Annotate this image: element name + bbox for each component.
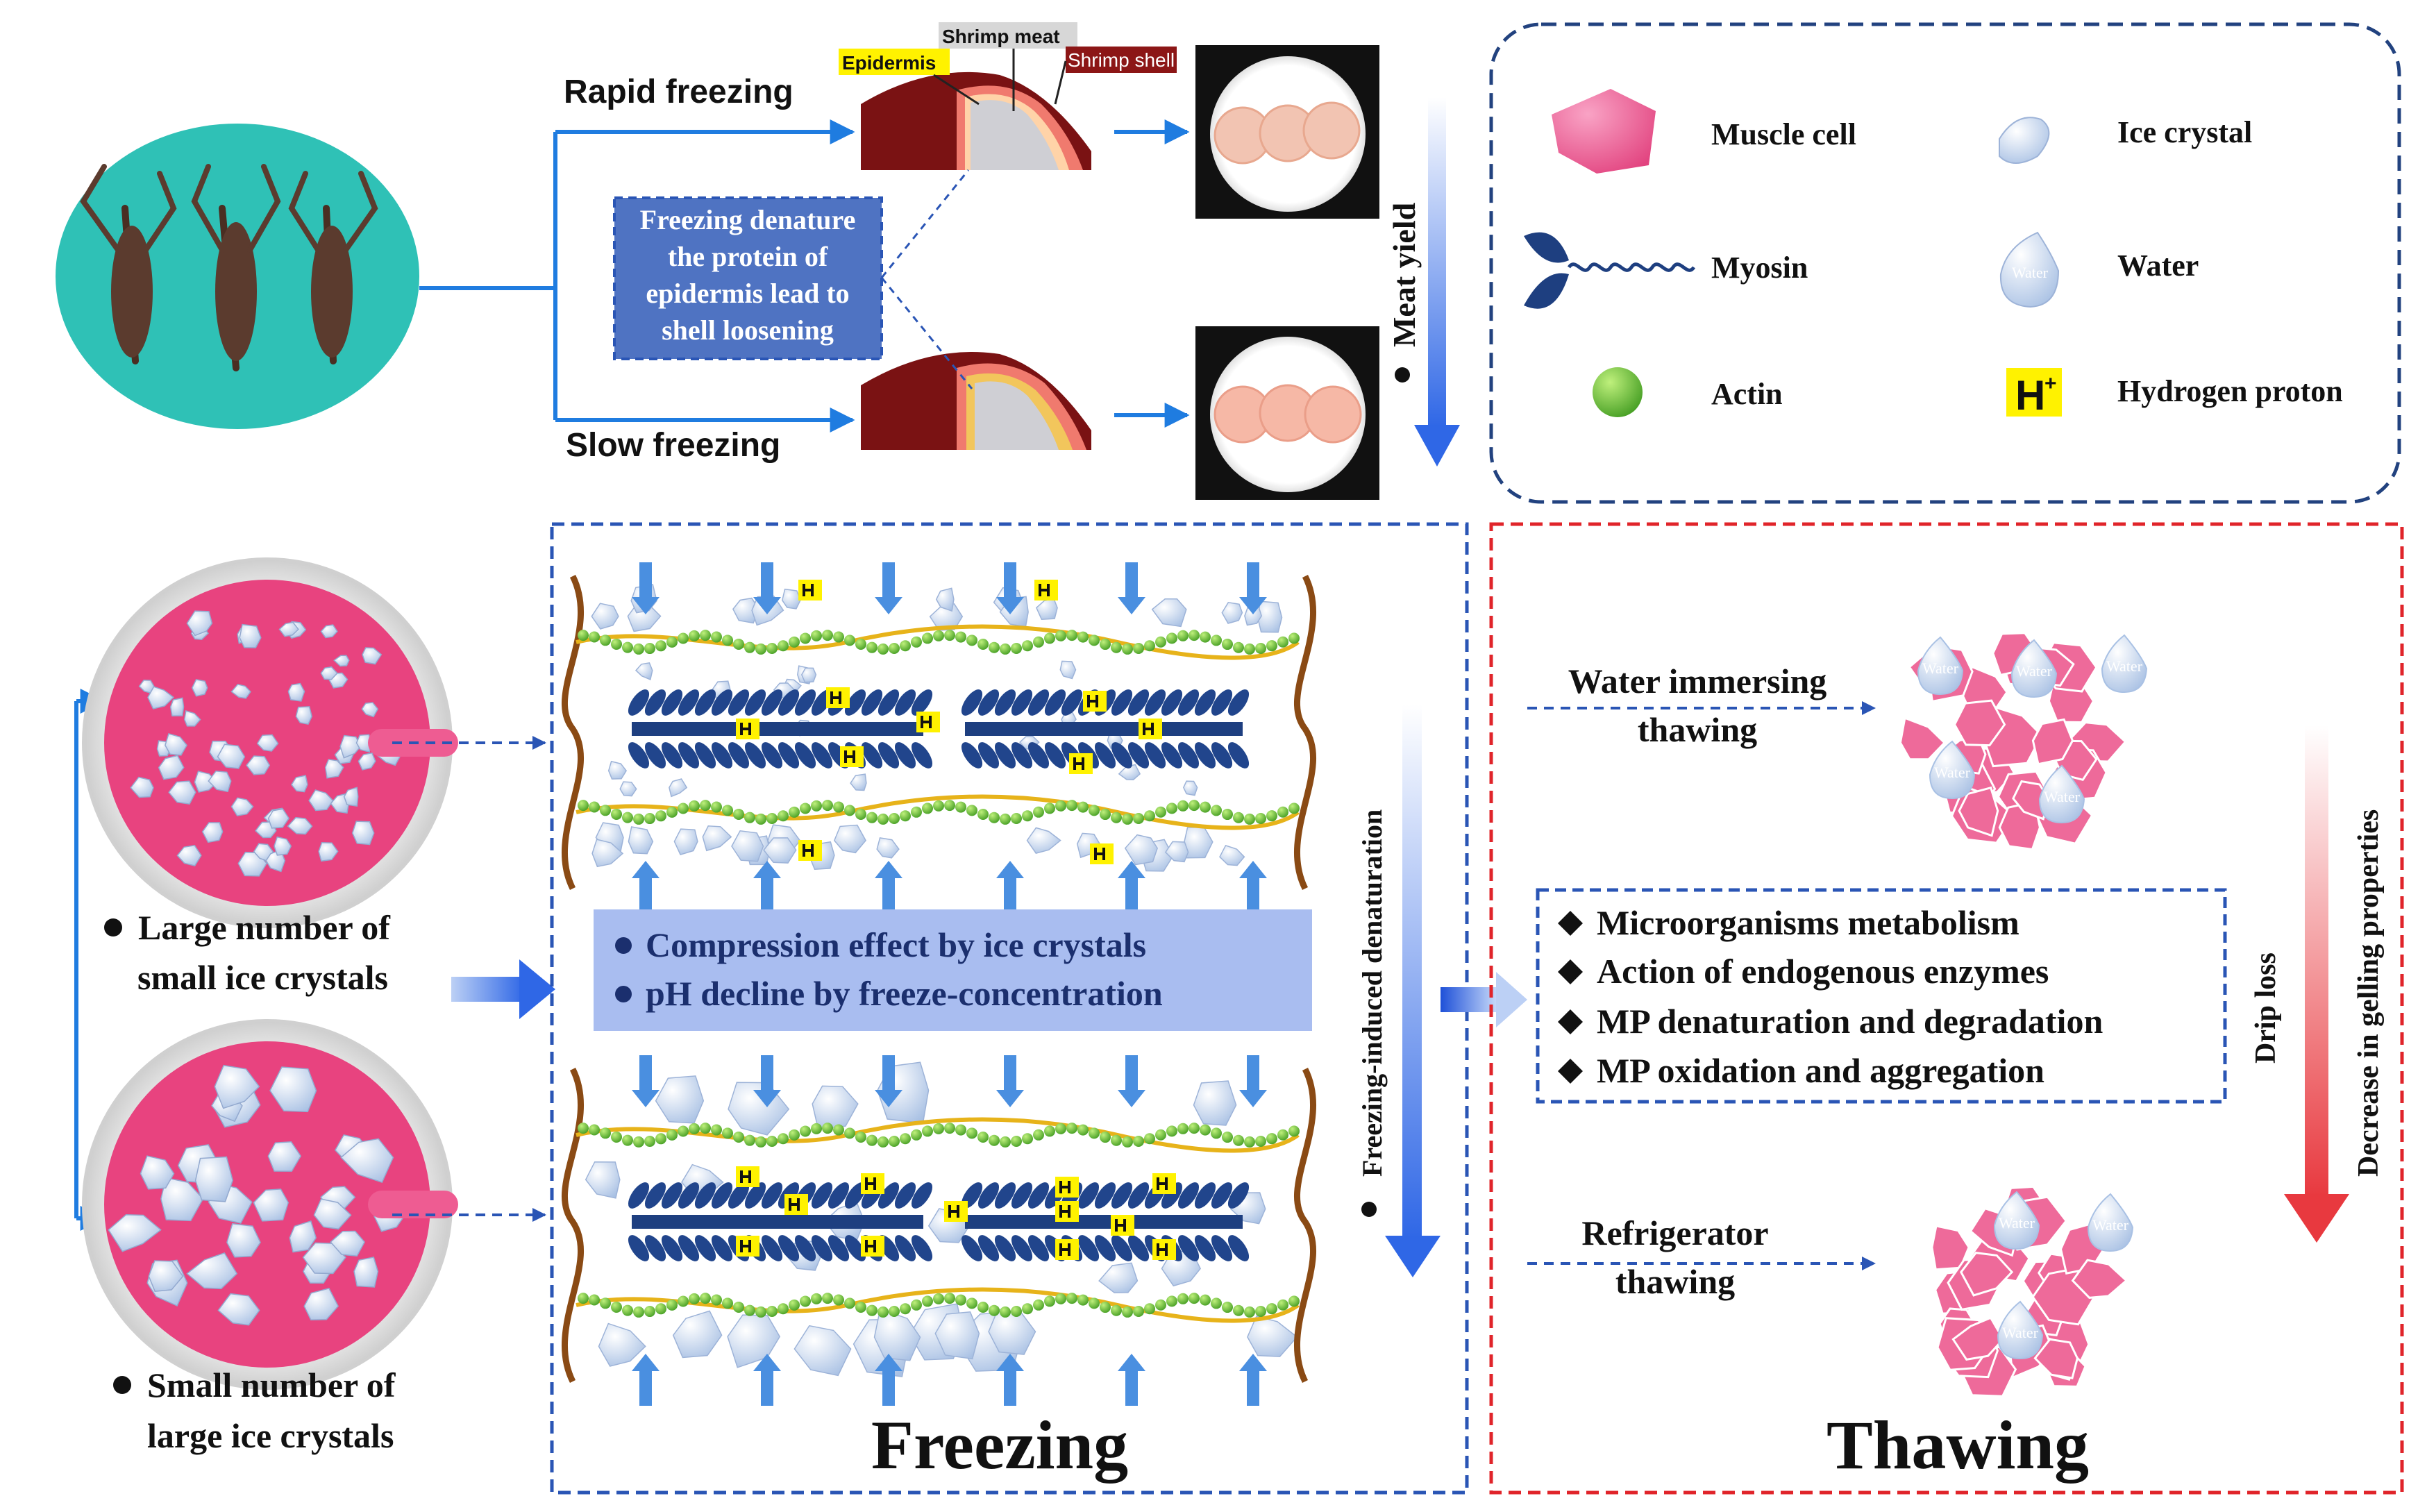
freezing-note-line-1: Freezing denature (640, 204, 856, 235)
myofibril-rapid (562, 562, 1316, 913)
legend-water-glyph: Water (2012, 264, 2049, 281)
water-cell-glyph: Water (2044, 788, 2081, 805)
freezing-title: Freezing (871, 1406, 1128, 1484)
shrimp-meat-label: Shrimp meat (942, 26, 1060, 47)
legend-water-text: Water (2117, 249, 2199, 283)
water-cell-glyph: Water (2016, 662, 2053, 680)
meat-dish-rapid (1195, 45, 1379, 219)
factors-box: Microorganisms metabolism Action of endo… (1536, 888, 2227, 1104)
rapid-freezing-label: Rapid freezing (564, 74, 793, 110)
legend-h-glyph: H (2015, 372, 2045, 419)
legend-ice-crystal-icon (1999, 117, 2050, 164)
slow-freezing-label: Slow freezing (566, 427, 780, 464)
epidermis-label: Epidermis (842, 52, 936, 74)
legend-hydrogen-icon: H + (2006, 368, 2062, 419)
thawing-title: Thawing (1826, 1406, 2089, 1484)
legend-hydrogen-text: Hydrogen proton (2117, 374, 2343, 408)
meat-dish-slow (1195, 326, 1379, 500)
legend-h-sup: + (2044, 372, 2057, 395)
freezing-note-line-3: epidermis lead to (646, 278, 849, 309)
denaturation-label: Freezing-induced denaturation (1357, 809, 1388, 1177)
factor-microorganisms: Microorganisms metabolism (1597, 903, 2019, 942)
left-to-freezing-arrow (451, 959, 555, 1019)
effect-ph-decline: pH decline by freeze-concentration (646, 974, 1163, 1013)
water-immersing-line-1: Water immersing (1568, 662, 1827, 700)
large-number-line-1: Large number of (138, 908, 391, 947)
denaturation-arrow (1385, 705, 1441, 1277)
legend-water-icon: Water (1999, 231, 2060, 308)
crayfish-photo (56, 124, 419, 429)
dish-small-crystals (82, 557, 458, 928)
factor-mp-oxidation: MP oxidation and aggregation (1597, 1051, 2044, 1090)
legend-myosin-text: Myosin (1711, 251, 1808, 285)
effect-compression: Compression effect by ice crystals (646, 925, 1146, 964)
dish-large-crystals (82, 1019, 458, 1390)
legend: Muscle cell Ice crystal Myosin Water Wat… (1489, 22, 2401, 504)
water-cell-glyph: Water (1999, 1214, 2035, 1232)
freezing-note-line-2: the protein of (668, 241, 828, 272)
water-cell-glyph: Water (2106, 657, 2143, 675)
legend-myosin-icon (1524, 232, 1696, 309)
water-cell-glyph: Water (1922, 660, 1959, 677)
meat-yield-arrow (1414, 97, 1460, 467)
small-number-line-1: Small number of (147, 1366, 396, 1404)
water-cell-glyph: Water (1934, 764, 1971, 781)
water-cell-glyph: Water (2092, 1216, 2129, 1234)
legend-actin-text: Actin (1711, 377, 1783, 411)
shrimp-section-rapid (861, 72, 1091, 170)
legend-muscle-cell-text: Muscle cell (1711, 117, 1856, 151)
refrigerator-line-2: thawing (1615, 1262, 1735, 1301)
freezing-note-box: Freezing denature the protein of epiderm… (613, 196, 883, 360)
gelling-label: Decrease in gelling properties (2353, 809, 2385, 1177)
legend-actin-icon (1593, 367, 1643, 417)
factor-enzymes: Action of endogenous enzymes (1597, 952, 2049, 991)
drip-loss-label: Drip loss (2250, 952, 2282, 1064)
shrimp-shell-label: Shrimp shell (1068, 49, 1175, 71)
drip-loss-arrow (2284, 725, 2349, 1243)
myofibril-slow (562, 1055, 1316, 1406)
freezing-to-thawing-arrow (1441, 972, 1527, 1027)
legend-ice-crystal-text: Ice crystal (2117, 115, 2252, 149)
factor-mp-denaturation: MP denaturation and degradation (1597, 1002, 2103, 1041)
large-number-line-2: small ice crystals (137, 958, 388, 997)
meat-yield-label: Meat yield (1386, 202, 1422, 347)
water-immersing-line-2: thawing (1638, 710, 1757, 749)
water-cell-glyph: Water (2002, 1324, 2039, 1341)
freezing-panel (550, 522, 1469, 1495)
effects-box: Compression effect by ice crystals pH de… (594, 909, 1312, 1031)
connector-lines (419, 119, 1190, 432)
refrigerator-line-1: Refrigerator (1581, 1213, 1768, 1252)
freezing-note-line-4: shell loosening (662, 314, 834, 346)
thawing-panel (1489, 522, 2404, 1495)
small-number-line-2: large ice crystals (147, 1416, 394, 1455)
shrimp-section-slow (861, 352, 1091, 450)
legend-muscle-cell-icon (1552, 89, 1656, 174)
